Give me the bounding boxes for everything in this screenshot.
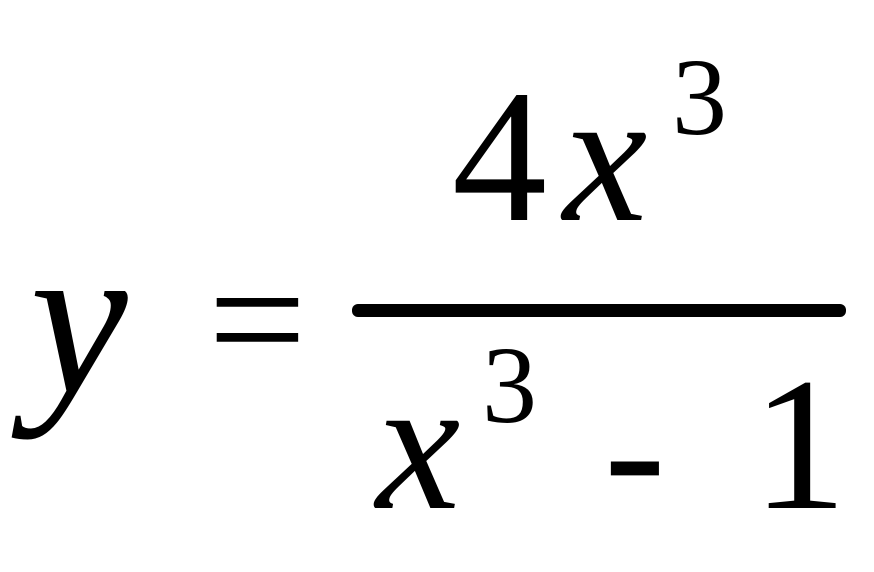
numerator-coefficient: 4 [452,52,547,262]
fraction-bar [352,304,846,317]
denominator-minus-operator: - [604,348,666,553]
numerator-variable: x [563,52,648,262]
equals-sign: = [208,222,307,416]
numerator-exponent: 3 [672,36,727,158]
denominator-variable: x [376,340,461,550]
denominator-constant: 1 [752,340,847,550]
denominator-exponent: 3 [482,324,537,446]
lhs-variable: y [30,196,128,440]
